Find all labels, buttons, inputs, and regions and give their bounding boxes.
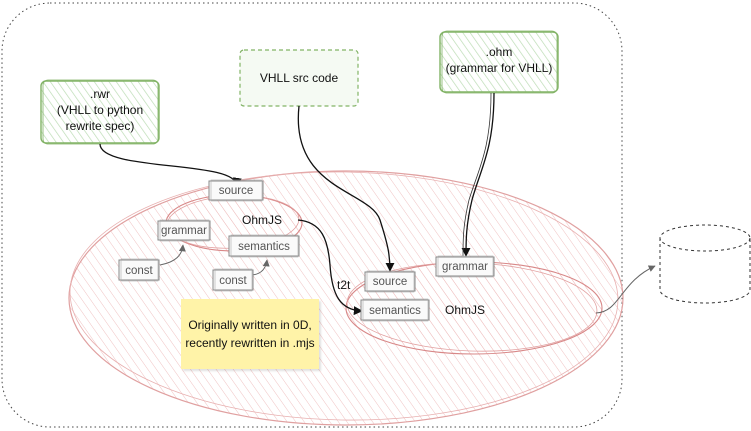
- const-tag-b[interactable]: const: [212, 268, 254, 292]
- left-semantics-label: semantics: [238, 241, 290, 253]
- t2t-arrow: [297, 219, 363, 316]
- right-semantics-label: semantics: [369, 305, 421, 317]
- right-grammar-label: grammar: [442, 261, 488, 273]
- ohmjs-to-database-arrow: [595, 265, 656, 314]
- note-sticky: Originally written in 0D, recently rewri…: [181, 299, 319, 369]
- t2t-label: t2t: [337, 278, 351, 292]
- rwr-box[interactable]: .rwr (VHLL to python rewrite spec): [40, 79, 160, 145]
- ohm-to-grammar-arrow-sketch: [462, 92, 492, 257]
- const-to-grammar-arrow: [159, 244, 186, 266]
- const-to-semantics-arrow: [251, 259, 270, 276]
- left-grammar-label: grammar: [161, 225, 207, 237]
- note-line1: Originally written in 0D,: [188, 318, 312, 332]
- note-line2: recently rewritten in .mjs: [185, 336, 315, 350]
- right-source-tag[interactable]: source: [364, 270, 416, 293]
- right-grammar-tag[interactable]: grammar: [435, 255, 495, 278]
- left-semantics-tag[interactable]: semantics: [228, 234, 300, 258]
- vhll-src-label: VHLL src code: [260, 71, 339, 85]
- src-to-source-arrow: [297, 105, 395, 272]
- left-grammar-tag[interactable]: grammar: [157, 219, 211, 242]
- const-b-label: const: [219, 275, 247, 287]
- ohm-to-grammar-arrow: [461, 92, 495, 257]
- ohm-title: .ohm: [486, 45, 513, 59]
- ohm-grammar-box[interactable]: .ohm (grammar for VHLL): [439, 30, 559, 94]
- database-icon[interactable]: [659, 224, 751, 304]
- rwr-title: .rwr: [90, 87, 110, 101]
- const-tag-a[interactable]: const: [118, 258, 160, 282]
- right-source-label: source: [373, 276, 408, 288]
- ohm-desc: (grammar for VHLL): [446, 61, 553, 75]
- ohmjs-left-label: OhmJS: [242, 213, 282, 227]
- outer-red-ellipse-sketch: [69, 171, 619, 421]
- left-source-label: source: [219, 185, 254, 197]
- rwr-desc-line2: rewrite spec): [66, 119, 135, 133]
- rwr-desc-line1: (VHLL to python: [57, 103, 143, 117]
- rwr-to-source-arrow: [99, 143, 242, 187]
- outer-container: [1, 2, 623, 428]
- const-a-label: const: [125, 265, 153, 277]
- right-semantics-tag[interactable]: semantics: [360, 298, 430, 322]
- left-source-tag[interactable]: source: [208, 179, 264, 202]
- ohmjs-right-label: OhmJS: [445, 303, 485, 317]
- vhll-src-box[interactable]: VHLL src code: [239, 49, 359, 107]
